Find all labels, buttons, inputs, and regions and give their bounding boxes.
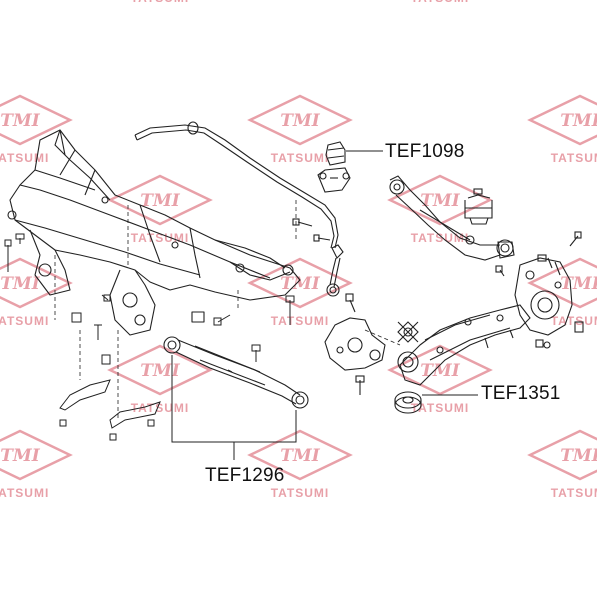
watermark-sub: TATSUMI bbox=[411, 401, 470, 415]
watermark-brand: TMI bbox=[560, 111, 597, 131]
bushing-tef1351 bbox=[394, 321, 422, 414]
watermark-diamond bbox=[107, 344, 213, 396]
watermark-sub: TATSUMI bbox=[0, 151, 49, 165]
watermark-layer: TMI TATSUMI TMI TATSUMI TMI TATSUMI TMI TATSUMI… bbox=[0, 0, 597, 500]
watermark: TMI TATSUMI bbox=[387, 174, 493, 245]
watermark-sub: TATSUMI bbox=[0, 314, 49, 328]
watermark: TMI TATSUMI bbox=[527, 94, 597, 165]
stabilizer-bar bbox=[134, 121, 351, 249]
lateral-link bbox=[163, 336, 309, 409]
watermark-diamond bbox=[527, 429, 597, 481]
watermark: TMI TATSUMI bbox=[0, 257, 73, 328]
watermark-sub: TATSUMI bbox=[271, 486, 330, 500]
watermark: TMI TATSUMI bbox=[247, 429, 353, 500]
watermark-sub: TATSUMI bbox=[131, 0, 190, 5]
watermark-brand: TMI bbox=[0, 446, 40, 466]
callout-bracket-tef1296 bbox=[171, 355, 297, 460]
watermark: TMI TATSUMI bbox=[527, 429, 597, 500]
watermark: TMI TATSUMI bbox=[0, 429, 73, 500]
watermark-sub: TATSUMI bbox=[411, 0, 470, 5]
watermark-brand: TMI bbox=[0, 111, 40, 131]
watermark-sub: TATSUMI bbox=[271, 314, 330, 328]
lower-brackets bbox=[59, 379, 161, 441]
watermark-brand: TMI bbox=[280, 111, 320, 131]
watermark-sub: TATSUMI bbox=[0, 486, 49, 500]
watermark-brand: TMI bbox=[140, 361, 180, 381]
lower-control-arm bbox=[399, 304, 551, 386]
watermark: TMI TATSUMI bbox=[387, 344, 493, 415]
watermark-brand: TMI bbox=[560, 274, 597, 294]
watermark-sub: TATSUMI bbox=[131, 231, 190, 245]
upper-control-arm bbox=[389, 175, 515, 261]
watermark-brand: TMI bbox=[280, 274, 320, 294]
mount-bracket bbox=[324, 293, 386, 395]
watermark-brand: TMI bbox=[140, 191, 180, 211]
bolts-left bbox=[4, 233, 295, 365]
watermark-diamond bbox=[0, 257, 73, 309]
watermark-sub: TATSUMI bbox=[551, 314, 597, 328]
watermark-sub: TATSUMI bbox=[411, 231, 470, 245]
watermark-diamond bbox=[527, 94, 597, 146]
watermark-diamond bbox=[387, 174, 493, 226]
watermark: TMI TATSUMI bbox=[107, 344, 213, 415]
watermark-diamond bbox=[387, 344, 493, 396]
watermark-brand: TMI bbox=[560, 446, 597, 466]
watermark-brand: TMI bbox=[420, 191, 460, 211]
leader-lines bbox=[346, 150, 478, 396]
watermark-sub: TATSUMI bbox=[131, 401, 190, 415]
watermark-diamond bbox=[0, 429, 73, 481]
watermark: TMI TATSUMI bbox=[247, 257, 353, 328]
watermark-sub: TATSUMI bbox=[551, 486, 597, 500]
callout-label-tef1351: TEF1351 bbox=[481, 383, 561, 404]
guide-lines bbox=[54, 200, 401, 420]
callout-label-tef1296: TEF1296 bbox=[205, 465, 285, 486]
watermark-sub: TATSUMI bbox=[271, 151, 330, 165]
rear-subframe bbox=[7, 129, 301, 336]
watermark-diamond bbox=[247, 94, 353, 146]
watermark-diamond bbox=[0, 94, 73, 146]
watermark-brand: TMI bbox=[0, 274, 40, 294]
watermark: TMI TATSUMI bbox=[247, 94, 353, 165]
top-mount bbox=[464, 188, 493, 225]
watermark-diamond bbox=[247, 429, 353, 481]
callout-label-tef1098: TEF1098 bbox=[385, 141, 465, 162]
watermark: TMI TATSUMI bbox=[107, 174, 213, 245]
watermark-sub: TATSUMI bbox=[551, 151, 597, 165]
watermark-brand: TMI bbox=[420, 361, 460, 381]
watermark-brand: TMI bbox=[280, 446, 320, 466]
stabilizer-link bbox=[292, 218, 344, 297]
knuckle bbox=[495, 231, 584, 336]
